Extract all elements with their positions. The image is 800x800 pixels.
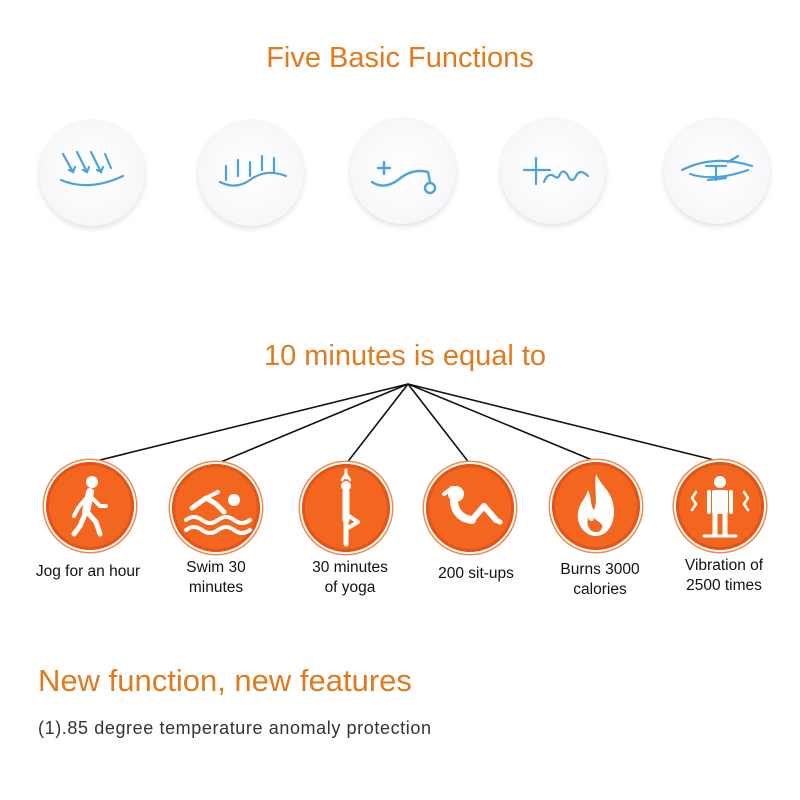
exercise-circle-vibration[interactable] — [676, 462, 764, 550]
exercise-label-swim: Swim 30 minutes — [186, 559, 246, 596]
exercise-label-situps: 200 sit-ups — [438, 565, 514, 582]
vertical-wave-icon — [218, 154, 288, 187]
equivalence-title: 10 minutes is equal to — [263, 340, 547, 372]
plus-wave-icon — [370, 160, 437, 195]
new-features-title: New function, new features — [38, 663, 412, 698]
swimmer-icon — [184, 490, 252, 535]
mode-circle-5[interactable] — [664, 118, 770, 224]
flame-icon — [577, 474, 614, 536]
yoga-pose-icon — [340, 468, 360, 547]
exercise-circle-situps[interactable] — [426, 464, 514, 552]
exercise-label-jog: Jog for an hour — [35, 563, 141, 580]
feature-item: (1).85 degree temperature anomaly protec… — [38, 718, 432, 738]
mode-circle-3[interactable] — [350, 118, 456, 224]
exercise-circle-swim[interactable] — [172, 464, 260, 552]
mode-circle-4[interactable] — [500, 118, 606, 224]
exercise-label-yoga: 30 minutes of yoga — [312, 559, 388, 596]
five-basic-functions-title: Five Basic Functions — [266, 42, 534, 74]
vibrating-person-icon — [690, 476, 750, 538]
exercise-label-vibration: Vibration of 2500 times — [684, 557, 764, 594]
wave-arrows-icon — [59, 150, 125, 187]
sit-up-icon — [442, 486, 503, 525]
walking-person-icon — [71, 476, 108, 537]
exercise-label-calories: Burns 3000 calories — [560, 561, 640, 598]
mode-circle-1[interactable] — [39, 120, 145, 226]
mode-circle-2[interactable] — [198, 120, 304, 226]
exercise-circle-yoga[interactable] — [302, 464, 390, 552]
curve-wave-icon — [522, 156, 590, 186]
eye-wave-icon — [680, 154, 754, 182]
exercise-circle-calories[interactable] — [552, 462, 640, 550]
exercise-circle-jog[interactable] — [46, 462, 134, 550]
